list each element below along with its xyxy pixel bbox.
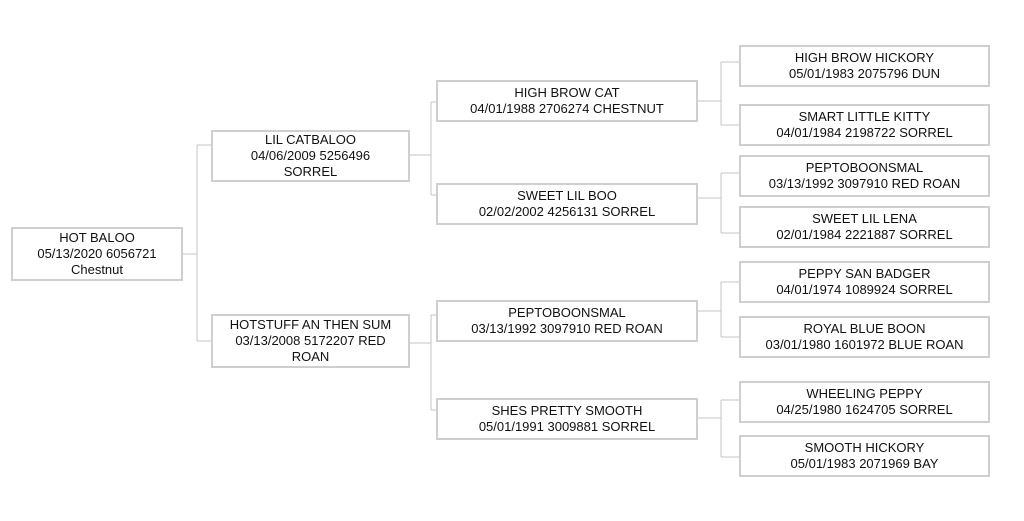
- horse-name: PEPTOBOONSMAL: [805, 160, 924, 175]
- horse-name: SWEET LIL BOO: [517, 188, 617, 203]
- horse-details: 05/01/1983 2071969 BAY: [790, 456, 939, 471]
- ss-sire-box: HIGH BROW HICKORY 05/01/1983 2075796 DUN: [739, 45, 990, 87]
- ds-sire-box: PEPPY SAN BADGER 04/01/1974 1089924 SORR…: [739, 261, 990, 303]
- dam-dam-box: SHES PRETTY SMOOTH 05/01/1991 3009881 SO…: [436, 398, 698, 440]
- horse-details: 05/01/1983 2075796 DUN: [788, 66, 941, 81]
- horse-details: 04/25/1980 1624705 SORREL: [776, 402, 953, 417]
- sire-box: LIL CATBALOO 04/06/2009 5256496 SORREL: [211, 130, 410, 182]
- horse-details: 03/13/1992 3097910 RED ROAN: [768, 176, 961, 191]
- horse-details: 04/01/1988 2706274 CHESTNUT: [470, 101, 664, 116]
- ss-dam-box: SMART LITTLE KITTY 04/01/1984 2198722 SO…: [739, 104, 990, 146]
- horse-details: 04/06/2009 5256496: [250, 148, 371, 163]
- horse-name: PEPTOBOONSMAL: [508, 305, 626, 320]
- dam-sire-box: PEPTOBOONSMAL 03/13/1992 3097910 RED ROA…: [436, 300, 698, 342]
- horse-details: 02/02/2002 4256131 SORREL: [478, 204, 656, 219]
- sd-sire-box: PEPTOBOONSMAL 03/13/1992 3097910 RED ROA…: [739, 155, 990, 197]
- dd-dam-box: SMOOTH HICKORY 05/01/1983 2071969 BAY: [739, 435, 990, 477]
- horse-details: 04/01/1974 1089924 SORREL: [776, 282, 953, 297]
- horse-color: ROAN: [291, 349, 330, 364]
- horse-details: 05/01/1991 3009881 SORREL: [478, 419, 656, 434]
- horse-name: HIGH BROW CAT: [514, 85, 620, 100]
- horse-details: 03/13/1992 3097910 RED ROAN: [471, 321, 663, 336]
- subject-horse-box: HOT BALOO 05/13/2020 6056721 Chestnut: [11, 227, 183, 281]
- sire-dam-box: SWEET LIL BOO 02/02/2002 4256131 SORREL: [436, 183, 698, 225]
- horse-name: SHES PRETTY SMOOTH: [491, 403, 643, 418]
- horse-details: 02/01/1984 2221887 SORREL: [776, 227, 953, 242]
- horse-name: SWEET LIL LENA: [812, 211, 917, 226]
- horse-name: WHEELING PEPPY: [806, 386, 923, 401]
- horse-name: LIL CATBALOO: [264, 132, 357, 147]
- ds-dam-box: ROYAL BLUE BOON 03/01/1980 1601972 BLUE …: [739, 316, 990, 358]
- sire-sire-box: HIGH BROW CAT 04/01/1988 2706274 CHESTNU…: [436, 80, 698, 122]
- horse-details: 05/13/2020 6056721: [37, 246, 157, 261]
- horse-details: 04/01/1984 2198722 SORREL: [776, 125, 953, 140]
- sd-dam-box: SWEET LIL LENA 02/01/1984 2221887 SORREL: [739, 206, 990, 248]
- horse-name: ROYAL BLUE BOON: [803, 321, 926, 336]
- horse-name: HOTSTUFF AN THEN SUM: [229, 317, 392, 332]
- horse-name: SMOOTH HICKORY: [804, 440, 925, 455]
- horse-name: HOT BALOO: [59, 230, 135, 245]
- horse-details: 03/13/2008 5172207 RED: [235, 333, 386, 348]
- horse-color: SORREL: [283, 164, 338, 179]
- horse-name: PEPPY SAN BADGER: [798, 266, 931, 281]
- horse-name: SMART LITTLE KITTY: [798, 109, 931, 124]
- dd-sire-box: WHEELING PEPPY 04/25/1980 1624705 SORREL: [739, 381, 990, 423]
- horse-details: 03/01/1980 1601972 BLUE ROAN: [765, 337, 964, 352]
- horse-color: Chestnut: [70, 262, 124, 277]
- dam-box: HOTSTUFF AN THEN SUM 03/13/2008 5172207 …: [211, 314, 410, 368]
- horse-name: HIGH BROW HICKORY: [794, 50, 935, 65]
